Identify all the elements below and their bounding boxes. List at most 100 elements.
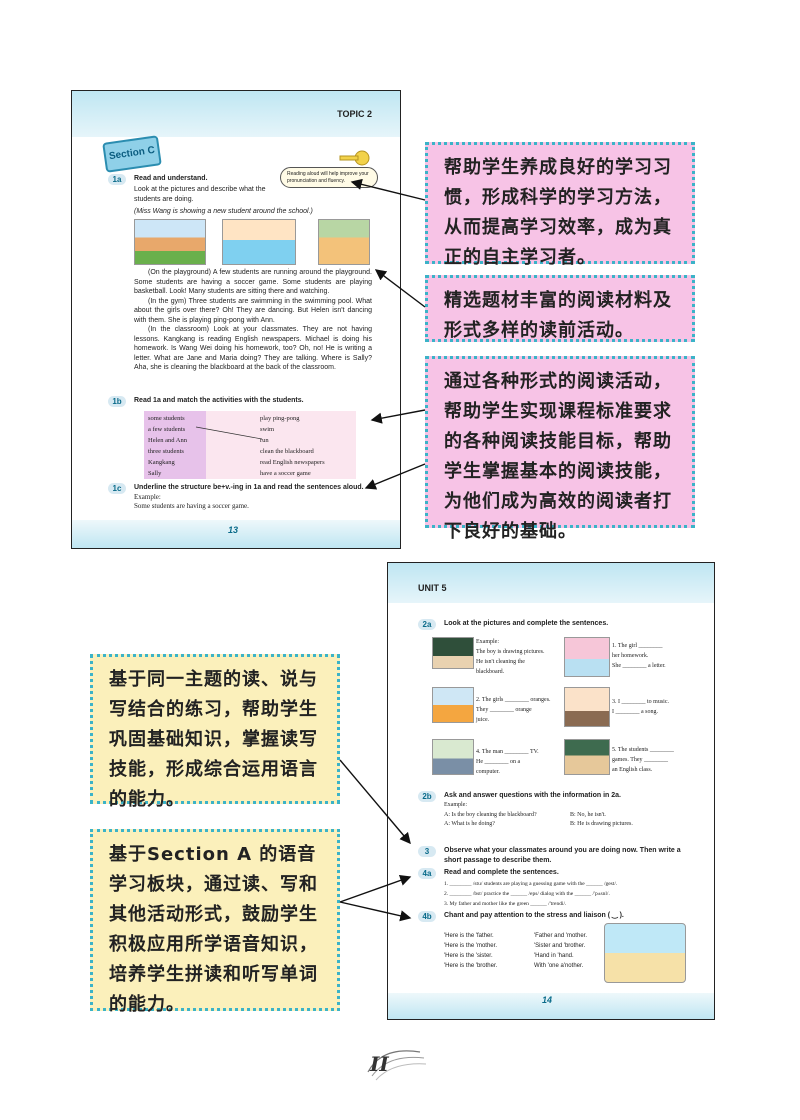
exercise-2b-example: Example: A: Is the boy cleaning the blac… <box>444 801 704 830</box>
chant-line: 'Here is the 'mother. <box>444 943 497 949</box>
match-right-item: have a soccer game <box>260 470 311 477</box>
exercise-number-4b: 4b <box>418 911 436 922</box>
annotation-learning-habits: 帮助学生养成良好的学习习惯，形成科学的学习方法，从而提高学习效率，成为真正的自主… <box>425 142 695 268</box>
paragraph-classroom: (In the classroom) Look at your classmat… <box>134 326 372 371</box>
chant-line: With 'one a'nother. <box>534 963 584 969</box>
match-left-item: Helen and Ann <box>148 437 187 444</box>
exercise-3-heading: Observe what your classmates around you … <box>444 847 681 864</box>
picture-girl-homework <box>564 637 610 677</box>
exercise-number-1c: 1c <box>108 483 126 494</box>
exercise-2a-item-3: 3. I ________ to music. I ________ a son… <box>612 697 708 717</box>
exercise-1a-text: (On the playground) A few students are r… <box>134 268 372 373</box>
match-left-list: some students a few students Helen and A… <box>148 413 208 479</box>
item-line: I ________ a song. <box>612 709 658 715</box>
match-left-item: three students <box>148 448 184 455</box>
picture-students-class <box>564 739 610 775</box>
page-number-13: 13 <box>228 525 239 535</box>
arrow-to-4a <box>339 875 412 903</box>
example-line: blackboard. <box>476 669 505 675</box>
match-left-item: some students <box>148 415 185 422</box>
exercise-2a-item-4: 4. The man ________ TV. He ________ on a… <box>476 747 566 777</box>
exercise-4a-heading: Read and complete the sentences. <box>444 869 559 876</box>
page-number-14: 14 <box>542 995 553 1005</box>
picture-family-beach <box>604 923 686 983</box>
playground-picture <box>134 219 206 265</box>
item-line: He ________ on a <box>476 759 521 765</box>
item-line: her homework. <box>612 653 649 659</box>
dialog-row-1: A: Is the boy cleaning the blackboard?B:… <box>444 811 704 821</box>
item-line: 2. The girls ________ oranges. <box>476 697 551 703</box>
exercise-2a-item-2: 2. The girls ________ oranges. They ____… <box>476 695 566 725</box>
example-label: Example: <box>476 639 499 645</box>
arrow-to-1c <box>364 463 426 490</box>
picture-boy-drawing <box>432 637 474 669</box>
paragraph-playground: (On the playground) A few students are r… <box>134 269 372 295</box>
item-line: 5. The students ________ <box>612 747 674 753</box>
chant-line: 'Hand in 'hand. <box>534 953 574 959</box>
footer-ornament <box>362 1042 428 1082</box>
item-line: games. They ________ <box>612 757 669 763</box>
exercise-number-1b: 1b <box>108 396 126 407</box>
exercise-number-1a: 1a <box>108 174 126 185</box>
exercise-1c-example-label: Example: <box>134 493 161 501</box>
chant-line: 'Here is the 'brother. <box>444 963 498 969</box>
match-line <box>195 426 263 440</box>
picture-girls-oranges <box>432 687 474 723</box>
example-line: He isn't cleaning the <box>476 659 525 665</box>
exercise-number-2a: 2a <box>418 619 436 630</box>
match-right-list: play ping-pong swim run clean the blackb… <box>260 413 356 479</box>
exercise-2a-heading: Look at the pictures and complete the se… <box>444 620 609 627</box>
exercise-2a-example: Example: The boy is drawing pictures. He… <box>476 637 566 677</box>
arrow-to-3 <box>339 759 411 845</box>
exercise-number-2b: 2b <box>418 791 436 802</box>
exercise-1a-heading: Read and understand. <box>134 175 208 182</box>
chant-column-1: 'Here is the 'father. 'Here is the 'moth… <box>444 931 530 971</box>
match-right-item: clean the blackboard <box>260 448 314 455</box>
annotation-phonics: 基于Section A 的语音学习板块，通过读、写和其他活动形式，鼓励学生积极应… <box>90 829 340 1015</box>
item-line: 1. The girl ________ <box>612 643 663 649</box>
arrow-to-pictures <box>374 269 426 308</box>
picture-man-tv <box>432 739 474 775</box>
item-line: She ________ a letter. <box>612 663 666 669</box>
header-band <box>72 91 400 137</box>
dialog-a: A: What is he doing? <box>444 821 495 827</box>
exercise-number-3: 3 <box>418 846 436 857</box>
exercise-1c-example: Some students are having a soccer game. <box>134 502 249 510</box>
exercise-4b-heading: Chant and pay attention to the stress an… <box>444 912 624 919</box>
match-left-item: Kangkang <box>148 459 175 466</box>
fill-line: 3. My father and mother like the green _… <box>444 901 567 907</box>
arrow-to-4b <box>339 901 412 922</box>
textbook-page-13: TOPIC 2 Section C Reading aloud will hel… <box>71 90 401 549</box>
chant-column-2: 'Father and 'mother. 'Sister and 'brothe… <box>534 931 612 971</box>
example-label: Example: <box>444 802 467 808</box>
exercise-number-4a: 4a <box>418 868 436 879</box>
match-left-item: a few students <box>148 426 186 433</box>
match-left-column <box>144 411 206 479</box>
exercise-1a-instruction: Look at the pictures and describe what t… <box>134 186 266 203</box>
chant-line: 'Father and 'mother. <box>534 933 587 939</box>
example-line: The boy is drawing pictures. <box>476 649 545 655</box>
item-line: 3. I ________ to music. <box>612 699 669 705</box>
exercise-4a-lines: 1. ________ /stu/ students are playing a… <box>444 879 709 909</box>
item-line: juice. <box>476 717 490 723</box>
classroom-picture <box>318 219 370 265</box>
match-right-item: play ping-pong <box>260 415 300 422</box>
arrow-to-bubble <box>350 178 426 201</box>
match-right-item: read English newspapers <box>260 459 325 466</box>
exercise-2a-item-5: 5. The students ________ games. They ___… <box>612 745 708 775</box>
match-left-item: Sally <box>148 470 162 477</box>
item-line: computer. <box>476 769 500 775</box>
item-line: They ________ orange <box>476 707 532 713</box>
match-table: some students a few students Helen and A… <box>144 411 356 479</box>
roman-page-number: II <box>370 1052 389 1076</box>
chant-line: 'Here is the 'sister. <box>444 953 493 959</box>
exercise-1a-context: (Miss Wang is showing a new student arou… <box>134 208 313 215</box>
match-right-item: swim <box>260 426 275 433</box>
gym-picture <box>222 219 296 265</box>
arrow-to-1b <box>370 409 426 424</box>
footer-band <box>388 993 714 1019</box>
dialog-b: B: He is drawing pictures. <box>570 821 633 827</box>
chant-line: 'Sister and 'brother. <box>534 943 586 949</box>
exercise-2b-heading: Ask and answer questions with the inform… <box>444 792 621 799</box>
